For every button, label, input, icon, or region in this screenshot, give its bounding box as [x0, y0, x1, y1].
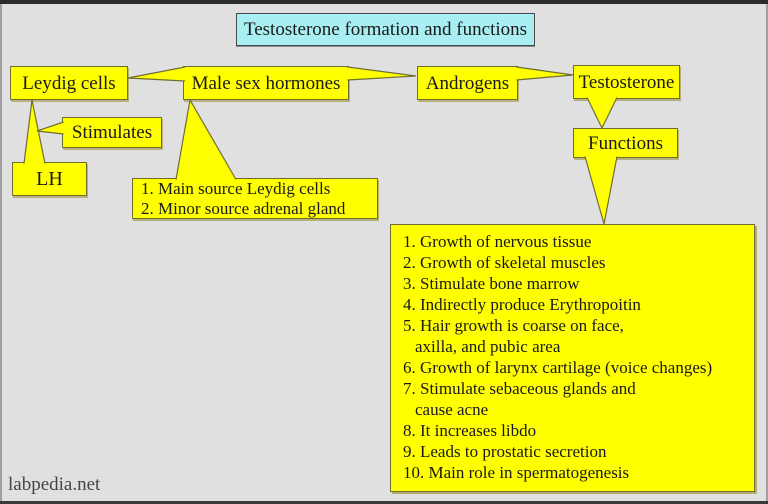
functions-list-line: 5. Hair growth is coarse on face, [403, 316, 624, 335]
node-male-sex-hormones: Male sex hormones [183, 66, 349, 100]
node-testosterone: Testosterone [573, 65, 680, 99]
functions-list-line: 1. Growth of nervous tissue [403, 232, 592, 251]
functions-list-line: 7. Stimulate sebaceous glands and [403, 379, 636, 398]
sources-box: 1. Main source Leydig cells 2. Minor sou… [132, 178, 378, 219]
node-testosterone-label: Testosterone [578, 71, 675, 93]
node-lh-label: LH [36, 168, 63, 190]
watermark: labpedia.net [8, 474, 101, 495]
connector-functions-to-list [584, 156, 618, 225]
functions-list-box: 1. Growth of nervous tissue 2. Growth of… [390, 224, 755, 492]
sources-line: 2. Minor source adrenal gland [141, 199, 346, 218]
connector-testosterone-to-functions [586, 97, 618, 130]
functions-list-line: 2. Growth of skeletal muscles [403, 253, 606, 272]
node-lh: LH [12, 162, 87, 196]
connector-sources-to-male [175, 98, 237, 180]
node-stimulates: Stimulates [62, 117, 162, 148]
node-functions: Functions [573, 128, 678, 158]
functions-list-line: 8. It increases libdo [403, 421, 537, 440]
functions-list-line: 6. Growth of larynx cartilage (voice cha… [403, 358, 713, 377]
diagram-title: Testosterone formation and functions [243, 18, 528, 40]
connector-male-to-leydig [127, 66, 186, 82]
node-functions-label: Functions [588, 132, 663, 154]
functions-list-line: axilla, and pubic area [415, 337, 561, 356]
functions-list-line: cause acne [415, 400, 489, 419]
node-male-sex-hormones-label: Male sex hormones [191, 72, 341, 94]
functions-list-line: 3. Stimulate bone marrow [403, 274, 580, 293]
functions-list-line: 9. Leads to prostatic secretion [403, 442, 607, 461]
connector-male-to-androgens [347, 66, 417, 81]
title-box: Testosterone formation and functions [236, 13, 535, 46]
node-androgens-label: Androgens [425, 72, 510, 94]
functions-list-line: 10. Main role in spermatogenesis [403, 463, 630, 482]
sources-line: 1. Main source Leydig cells [141, 179, 331, 198]
node-leydig-cells-label: Leydig cells [22, 72, 116, 94]
node-stimulates-label: Stimulates [71, 122, 153, 143]
node-androgens: Androgens [417, 66, 518, 100]
node-leydig-cells: Leydig cells [10, 66, 128, 100]
connector-stimulates-tail [36, 121, 64, 135]
connector-androgens-to-testosterone [516, 66, 574, 81]
connector-lh-to-leydig [23, 99, 46, 164]
functions-list-line: 4. Indirectly produce Erythropoitin [403, 295, 641, 314]
